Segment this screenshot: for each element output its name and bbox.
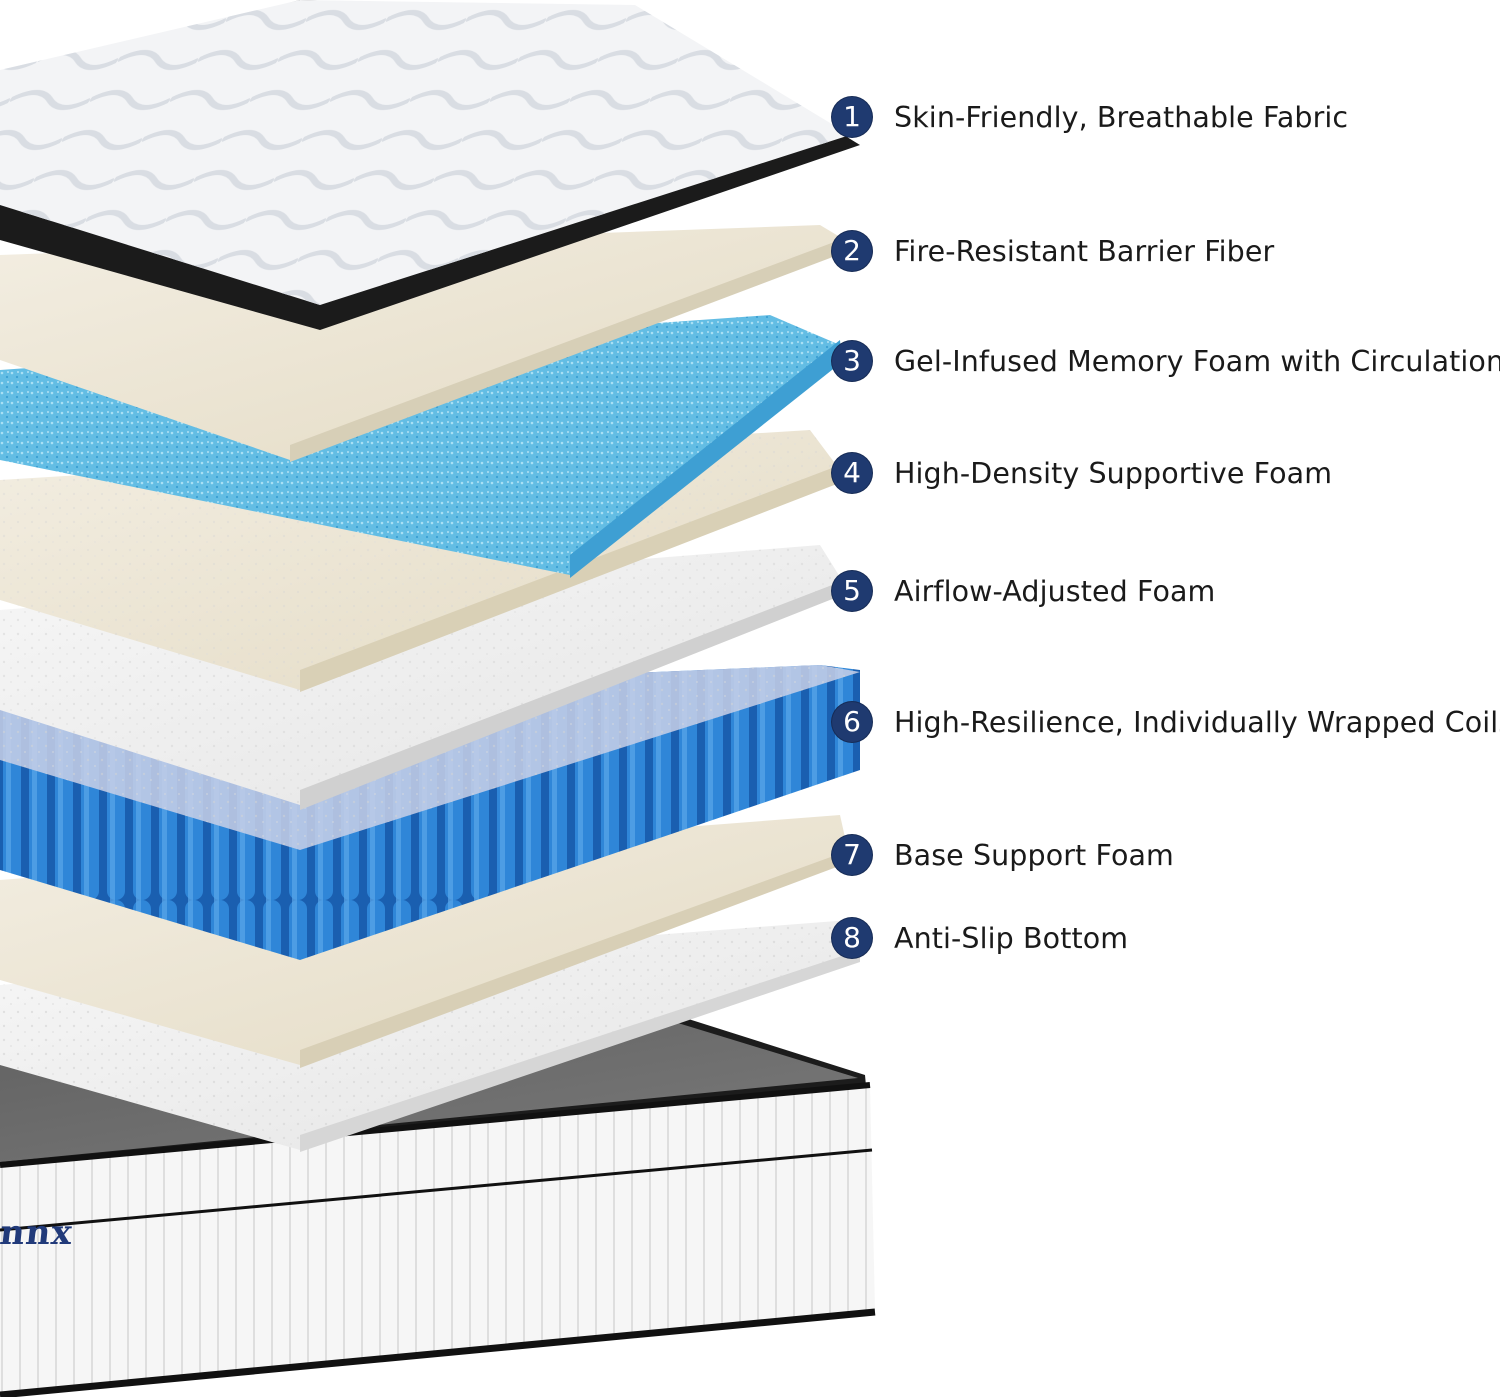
layer-number-badge-7: 7 xyxy=(832,835,872,875)
layer-label-8: 8 Anti-Slip Bottom xyxy=(832,914,1128,962)
brand-logo-fragment: nnx xyxy=(0,1213,75,1253)
layer-label-text-4: High-Density Supportive Foam xyxy=(894,456,1333,490)
layer-label-6: 6 High-Resilience, Individually Wrapped … xyxy=(832,698,1500,746)
layer-label-text-5: Airflow-Adjusted Foam xyxy=(894,574,1216,608)
layer-label-4: 4 High-Density Supportive Foam xyxy=(832,449,1332,497)
layer-label-5: 5 Airflow-Adjusted Foam xyxy=(832,567,1215,615)
layer-label-text-8: Anti-Slip Bottom xyxy=(894,921,1129,955)
layer-number-badge-6: 6 xyxy=(832,702,872,742)
layer-number-badge-4: 4 xyxy=(832,453,872,493)
layer-label-text-3: Gel-Infused Memory Foam with Circulation xyxy=(894,344,1500,378)
layer-label-text-7: Base Support Foam xyxy=(894,838,1174,872)
layer-number-badge-2: 2 xyxy=(832,231,872,271)
layer-label-3: 3 Gel-Infused Memory Foam with Circulati… xyxy=(832,337,1500,385)
layer-label-text-2: Fire-Resistant Barrier Fiber xyxy=(894,234,1275,268)
layer-label-7: 7 Base Support Foam xyxy=(832,831,1174,879)
layer-number-badge-8: 8 xyxy=(832,918,872,958)
layer-1-fabric-top xyxy=(0,0,860,330)
layer-label-text-1: Skin-Friendly, Breathable Fabric xyxy=(894,100,1349,134)
layer-number-badge-1: 1 xyxy=(832,97,872,137)
layer-number-badge-3: 3 xyxy=(832,341,872,381)
layer-number-badge-5: 5 xyxy=(832,571,872,611)
layer-label-text-6: High-Resilience, Individually Wrapped Co… xyxy=(894,705,1500,739)
layer-label-2: 2 Fire-Resistant Barrier Fiber xyxy=(832,227,1274,275)
layer-label-1: 1 Skin-Friendly, Breathable Fabric xyxy=(832,93,1348,141)
